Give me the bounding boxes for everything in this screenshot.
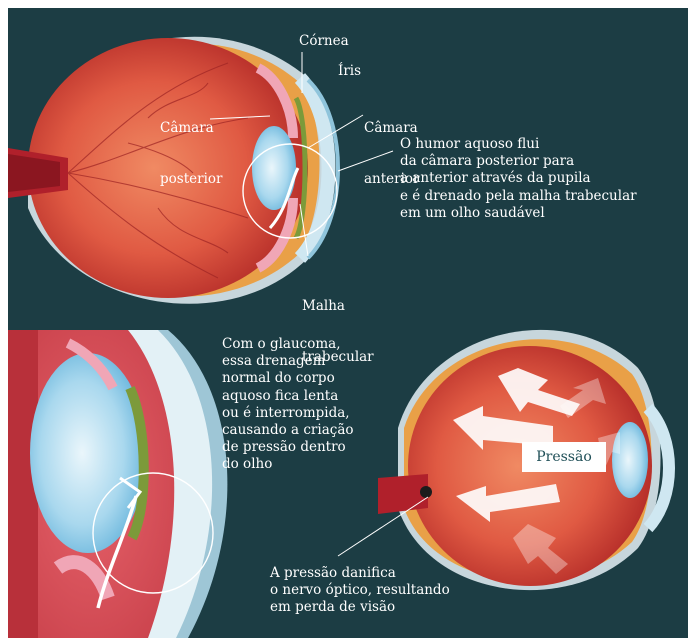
caption-glaucoma: Com o glaucoma, essa drenagem normal do … (222, 336, 354, 474)
pressure-eye (338, 330, 669, 590)
glaucoma-zoom (8, 330, 227, 638)
label-iris: Íris (338, 63, 361, 80)
label-cornea: Córnea (299, 33, 349, 50)
caption-healthy: O humor aquoso flui da câmara posterior … (400, 136, 637, 222)
glaucoma-diagram: Córnea Íris Câmara posterior Câmara ante… (8, 8, 688, 638)
pressure-badge: Pressão (522, 442, 606, 472)
caption-optic-damage: A pressão danifica o nervo óptico, resul… (270, 565, 450, 617)
label-posterior-chamber: Câmara posterior (160, 86, 222, 222)
